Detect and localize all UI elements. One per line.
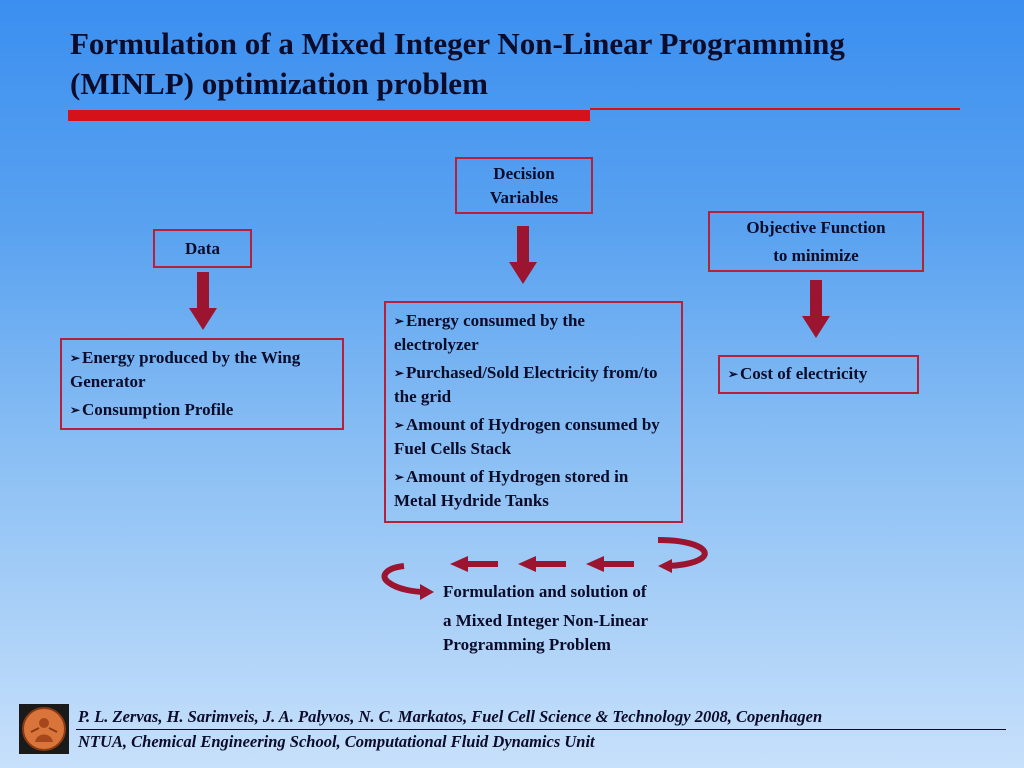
arrow-bullet-icon: ➢	[394, 418, 405, 432]
decision-list-box: ➢Energy consumed by the electrolyzer ➢Pu…	[384, 301, 683, 523]
data-label-box: Data	[153, 229, 252, 268]
title-line-2: (MINLP) optimization problem	[70, 66, 488, 101]
decision-down-arrow	[509, 226, 537, 284]
curved-arrow-right-icon	[657, 537, 708, 573]
objective-label-line-1: Objective Function	[746, 217, 886, 237]
list-item: ➢Purchased/Sold Electricity from/to the …	[394, 361, 673, 409]
objective-list-box: ➢Cost of electricity	[718, 355, 919, 394]
item-text: Energy consumed by the electrolyzer	[394, 311, 585, 354]
title-line-1: Formulation of a Mixed Integer Non-Linea…	[70, 26, 845, 61]
arrow-bullet-icon: ➢	[394, 366, 405, 380]
objective-down-arrow	[802, 280, 830, 338]
objective-label-line-2: to minimize	[773, 245, 859, 265]
item-text: Amount of Hydrogen consumed by Fuel Cell…	[394, 415, 660, 458]
data-down-arrow	[189, 272, 217, 330]
footer-citation: P. L. Zervas, H. Sarimveis, J. A. Palyvo…	[78, 707, 823, 726]
list-item: ➢Amount of Hydrogen consumed by Fuel Cel…	[394, 413, 673, 461]
decision-label-line-2: Variables	[489, 187, 559, 207]
arrow-bullet-icon: ➢	[394, 470, 405, 484]
university-logo-icon	[19, 704, 69, 754]
result-line-2: a Mixed Integer Non-Linear	[443, 611, 649, 630]
list-item: ➢Energy produced by the Wing Generator	[70, 346, 334, 394]
list-item: ➢Cost of electricity	[728, 362, 909, 386]
result-line-1: Formulation and solution of	[443, 582, 647, 601]
curved-arrow-left-icon	[381, 563, 434, 600]
left-arrow-icon	[586, 556, 634, 572]
slide-title: Formulation of a Mixed Integer Non-Linea…	[70, 24, 970, 104]
result-line-3: Programming Problem	[443, 635, 611, 654]
footer-divider	[76, 729, 1006, 730]
arrow-bullet-icon: ➢	[394, 314, 405, 328]
footer-affiliation: NTUA, Chemical Engineering School, Compu…	[78, 732, 595, 751]
item-text: Amount of Hydrogen stored in Metal Hydri…	[394, 467, 629, 510]
title-underline-thin	[590, 108, 960, 110]
item-text: Cost of electricity	[740, 364, 868, 383]
data-label: Data	[185, 238, 220, 258]
list-item: ➢Amount of Hydrogen stored in Metal Hydr…	[394, 465, 673, 513]
data-list-box: ➢Energy produced by the Wing Generator ➢…	[60, 338, 344, 430]
result-text: Formulation and solution of a Mixed Inte…	[443, 580, 703, 657]
item-text: Consumption Profile	[82, 400, 234, 419]
left-arrow-icon	[450, 556, 498, 572]
item-text: Purchased/Sold Electricity from/to the g…	[394, 363, 658, 406]
objective-label-box: Objective Function to minimize	[708, 211, 924, 272]
arrow-bullet-icon: ➢	[70, 351, 81, 365]
arrow-bullet-icon: ➢	[728, 367, 739, 381]
decision-label-box: Decision Variables	[455, 157, 593, 214]
list-item: ➢Energy consumed by the electrolyzer	[394, 309, 673, 357]
decision-label-line-1: Decision	[493, 163, 555, 183]
arrow-bullet-icon: ➢	[70, 403, 81, 417]
left-arrow-icon	[518, 556, 566, 572]
list-item: ➢Consumption Profile	[70, 398, 334, 422]
title-underline-thick	[68, 110, 590, 121]
process-cycle-arrows	[381, 537, 708, 600]
item-text: Energy produced by the Wing Generator	[70, 348, 301, 391]
